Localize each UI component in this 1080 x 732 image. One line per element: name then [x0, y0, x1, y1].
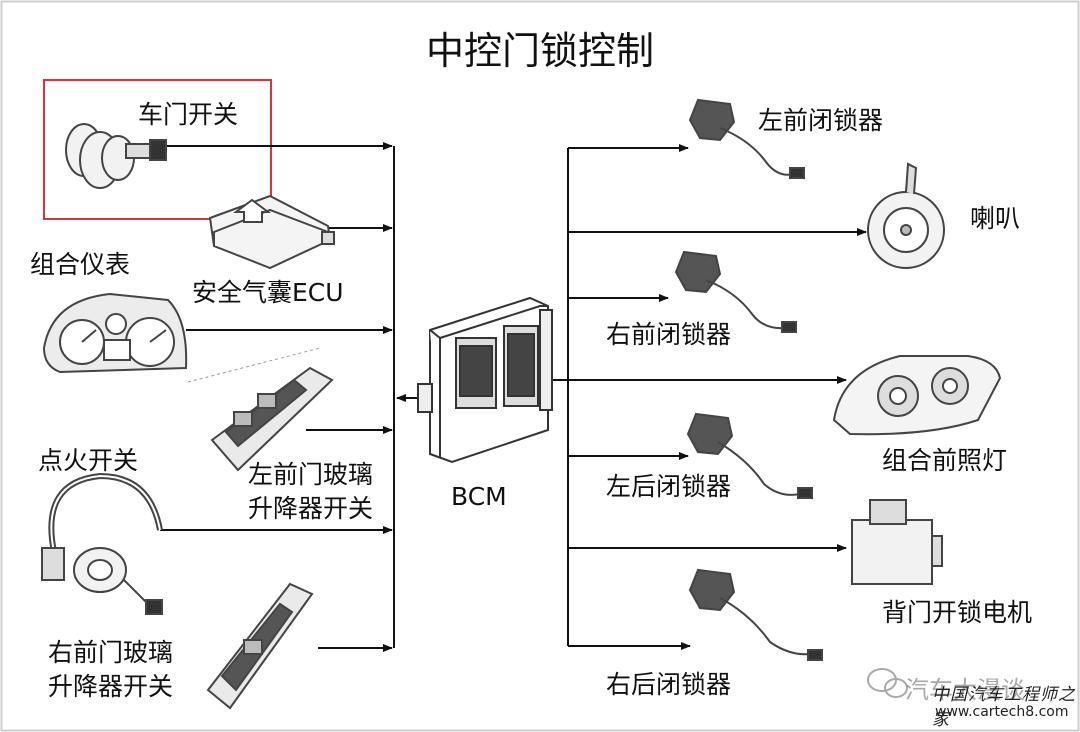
lf-window-switch-label-line2: 升降器开关 — [248, 494, 374, 523]
highlight-box — [43, 79, 272, 220]
door-switch-label: 车门开关 — [138, 100, 239, 129]
rr-lock-label: 右后闭锁器 — [606, 670, 732, 699]
tailgate-motor-illustration — [851, 499, 943, 585]
lr-lock-label: 左后闭锁器 — [606, 472, 732, 501]
airbag-ecu-illustration — [208, 194, 335, 270]
door-switch-illustration — [65, 123, 167, 189]
rf-lock-label: 右前闭锁器 — [606, 320, 732, 349]
watermark-site-url: www.cartech8.com — [935, 704, 1069, 720]
ignition-switch-label: 点火开关 — [38, 446, 139, 475]
rf-lock-illustration — [674, 250, 797, 333]
rf-window-switch-label-line1: 右前门玻璃 — [48, 638, 174, 667]
wechat-icon — [867, 668, 908, 698]
bcm-module — [417, 296, 553, 464]
instrument-cluster-illustration — [42, 292, 321, 383]
lf-window-switch-illustration — [210, 366, 334, 472]
watermark-account: 汽车大漫谈 — [905, 676, 1025, 704]
watermark-site-cn: 中国汽车工程师之家 — [932, 685, 1076, 730]
headlamp-label: 组合前照灯 — [882, 446, 1008, 475]
horn-label: 喇叭 — [970, 204, 1021, 233]
bcm-label: BCM — [451, 482, 507, 511]
lf-lock-label: 左前闭锁器 — [758, 106, 884, 135]
rr-lock-illustration — [688, 568, 823, 661]
lf-window-switch-label: 左前门玻璃 升降器开关 — [248, 458, 373, 526]
tailgate-motor-label: 背门开锁电机 — [882, 598, 1033, 627]
lr-lock-illustration — [686, 412, 813, 499]
rf-window-switch-illustration — [206, 582, 314, 710]
headlamp-illustration — [832, 355, 1002, 436]
cluster-label: 组合仪表 — [30, 250, 131, 279]
airbag-ecu-label: 安全气囊ECU — [192, 278, 344, 307]
ignition-switch-illustration — [41, 472, 163, 615]
lf-lock-illustration — [688, 98, 805, 179]
lf-window-switch-label-line1: 左前门玻璃 — [248, 460, 374, 489]
diagram-title: 中控门锁控制 — [425, 29, 654, 73]
rf-window-switch-label: 右前门玻璃 升降器开关 — [48, 636, 173, 704]
rf-window-switch-label-line2: 升降器开关 — [48, 672, 174, 701]
horn-illustration — [867, 162, 945, 269]
